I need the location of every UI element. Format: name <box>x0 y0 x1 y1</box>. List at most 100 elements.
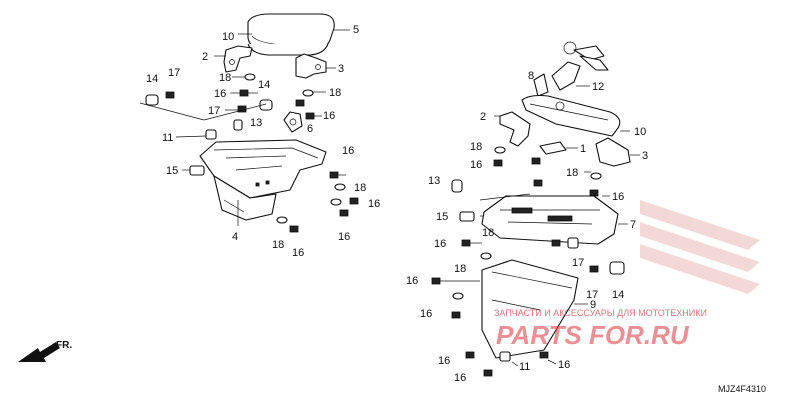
clip-15 <box>189 165 205 176</box>
bolt-16 <box>589 189 599 197</box>
callout: 11 <box>519 361 530 373</box>
watermark-text: ЗАПЧАСТИ И АКСЕССУАРЫ ДЛЯ МОТОТЕХНИКИ <box>494 308 707 318</box>
bolt-16 <box>483 369 493 377</box>
screw-13 <box>451 179 463 193</box>
callout: 2 <box>202 51 208 63</box>
callout: 1 <box>580 143 586 155</box>
bolt-16 <box>339 209 349 217</box>
bolt-16 <box>329 171 346 179</box>
bolt-16 <box>465 351 475 359</box>
callout: 18 <box>482 227 494 239</box>
callout: 12 <box>592 81 604 93</box>
callout: 16 <box>292 247 304 259</box>
callout: 18 <box>470 141 482 153</box>
callout: 13 <box>250 117 262 129</box>
callout: 10 <box>222 31 234 43</box>
part-10-lid-right <box>521 94 621 137</box>
callout: 14 <box>612 289 624 301</box>
grommet-17 <box>567 237 579 249</box>
callout: 16 <box>338 231 350 243</box>
part-12-key-cylinder <box>551 41 609 91</box>
callout: 15 <box>166 165 178 177</box>
callout: 13 <box>428 175 440 187</box>
bolt-16 <box>349 197 359 205</box>
part-3-hinge-right <box>295 53 327 79</box>
bolt-16 <box>305 112 315 120</box>
washer-18 <box>590 172 602 180</box>
callout: 8 <box>528 70 534 82</box>
callout: 18 <box>219 72 231 84</box>
nut-11 <box>499 351 511 362</box>
callout: 17 <box>586 289 598 301</box>
part-2-hinge <box>499 111 531 147</box>
grommet-14 <box>145 94 159 106</box>
callout: 3 <box>338 63 344 75</box>
bolt-16 <box>289 225 299 233</box>
bolt-16 <box>493 159 503 167</box>
callout: 6 <box>307 123 313 135</box>
callout: 16 <box>434 238 446 250</box>
part-1-bracket <box>539 141 567 155</box>
callout: 14 <box>258 79 270 91</box>
bolt-16 <box>539 351 557 365</box>
watermark-logo: PARTS FOR.RU <box>496 320 690 350</box>
watermark-wing-logo <box>640 200 760 294</box>
callout: 9 <box>590 299 596 311</box>
nut-11 <box>205 129 217 140</box>
washer-18 <box>276 216 288 224</box>
bolt-17 <box>589 265 599 273</box>
bolt-16 <box>451 311 461 319</box>
washer-18 <box>244 73 256 81</box>
callout: 16 <box>454 372 466 384</box>
callout: 18 <box>354 182 366 194</box>
callout: 16 <box>406 275 418 287</box>
part-3-hinge <box>595 137 631 167</box>
callout: 16 <box>342 145 354 157</box>
diagram-code: MJZ4F4310 <box>718 384 766 394</box>
callout: 18 <box>454 263 466 275</box>
grommet-14 <box>609 261 625 275</box>
bolt-16 <box>239 89 258 97</box>
washer-18 <box>480 252 492 260</box>
callout: 16 <box>420 308 432 320</box>
callout: 17 <box>168 67 180 79</box>
grommet-14 <box>259 99 273 111</box>
callout: 18 <box>329 87 341 99</box>
washer-18 <box>330 198 342 206</box>
callout: 16 <box>470 159 482 171</box>
bolt-16 <box>531 157 541 165</box>
part-10-seal <box>247 43 329 56</box>
callout: 18 <box>566 167 578 179</box>
callout: 16 <box>368 198 380 210</box>
callout: 11 <box>162 132 173 144</box>
callout: 3 <box>642 150 648 162</box>
washer-18 <box>494 146 506 154</box>
bolt-16 <box>431 277 480 285</box>
part-4-lower-box <box>213 175 277 221</box>
washer-18 <box>334 183 346 191</box>
callout: 16 <box>558 359 570 371</box>
clip-15 <box>459 211 475 222</box>
callout: 16 <box>323 110 335 122</box>
part-6-clip <box>283 111 303 133</box>
callout: 15 <box>436 211 448 223</box>
leader-lines-left <box>139 29 350 226</box>
callout: 14 <box>146 73 158 85</box>
part-9-lower-box <box>481 259 579 359</box>
washer-18 <box>452 292 464 300</box>
screw-13 <box>233 119 243 131</box>
part-8-lock-body <box>533 73 549 97</box>
callout: 17 <box>572 257 584 269</box>
callout: 16 <box>214 88 226 100</box>
callout: 16 <box>438 355 450 367</box>
callout: 5 <box>353 24 359 36</box>
front-direction-arrow <box>18 342 60 363</box>
callout: 17 <box>208 105 220 117</box>
bolt-17 <box>165 91 175 99</box>
bolt-18 <box>551 239 561 247</box>
leader-lines-right <box>479 85 640 367</box>
bolt-16 <box>461 239 482 247</box>
front-direction-label: FR. <box>56 340 72 351</box>
callout: 7 <box>630 219 636 231</box>
